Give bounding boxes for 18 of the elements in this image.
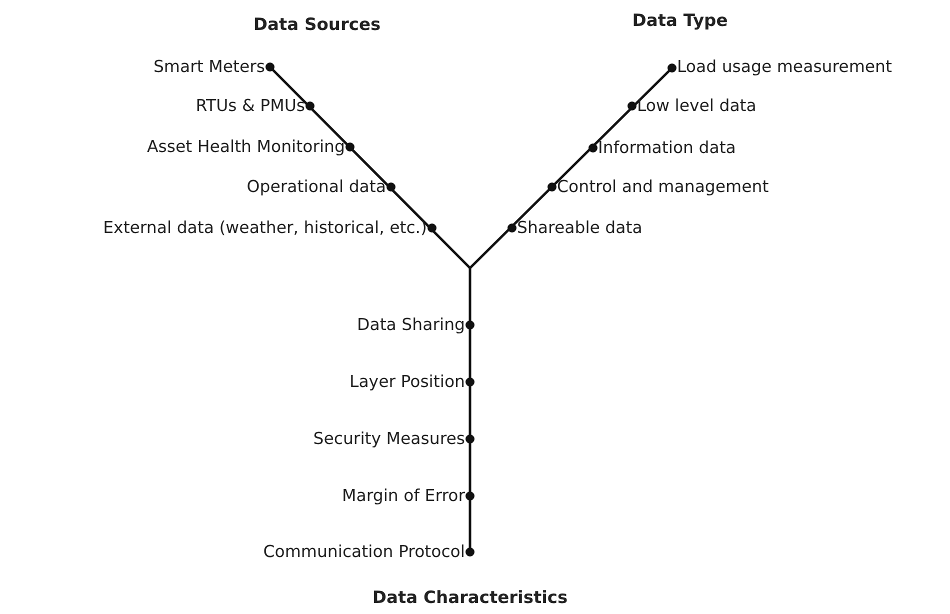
item-label: Load usage measurement bbox=[677, 57, 892, 77]
item-label: External data (weather, historical, etc.) bbox=[103, 218, 427, 238]
item-label: Operational data bbox=[246, 177, 386, 197]
branch-heading: Data Characteristics bbox=[372, 588, 568, 608]
item-label: Shareable data bbox=[517, 218, 642, 238]
item-label: Security Measures bbox=[313, 429, 465, 449]
item-label: Layer Position bbox=[350, 372, 465, 392]
item-label: Smart Meters bbox=[153, 57, 265, 77]
item-label: Control and management bbox=[557, 177, 769, 197]
item-label: Communication Protocol bbox=[263, 542, 465, 562]
item-label: RTUs & PMUs bbox=[196, 96, 305, 116]
item-label: Margin of Error bbox=[342, 486, 465, 506]
item-label: Asset Health Monitoring bbox=[146, 137, 345, 157]
branch-heading: Data Sources bbox=[253, 15, 381, 35]
item-label: Low level data bbox=[637, 96, 756, 116]
branch-heading: Data Type bbox=[632, 11, 728, 31]
item-label: Data Sharing bbox=[357, 315, 465, 335]
item-label: Information data bbox=[598, 138, 736, 158]
